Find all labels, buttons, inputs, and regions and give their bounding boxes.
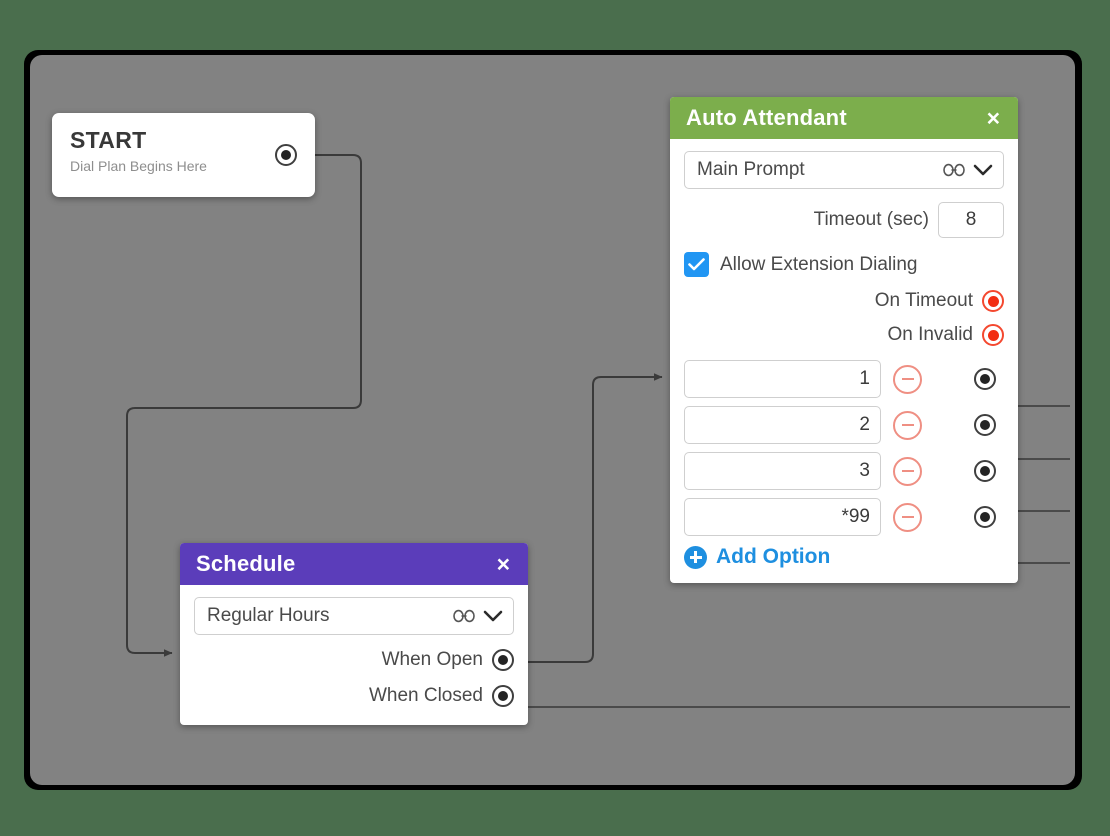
allow-extension-dialing-checkbox[interactable] bbox=[684, 252, 709, 277]
close-icon[interactable]: × bbox=[986, 104, 1000, 131]
schedule-header: Schedule × bbox=[180, 543, 528, 585]
hours-value: Regular Hours bbox=[207, 605, 330, 626]
option-port-wrap-2 bbox=[974, 414, 996, 436]
plus-circle-icon[interactable] bbox=[684, 545, 707, 569]
remove-option-button-1[interactable] bbox=[893, 364, 922, 394]
schedule-panel[interactable]: Schedule × Regular Hours When Open bbox=[180, 543, 528, 725]
option-4-port[interactable] bbox=[974, 506, 996, 528]
on-invalid-port[interactable] bbox=[982, 324, 1004, 346]
option-port-wrap-3 bbox=[974, 460, 996, 482]
schedule-when-closed-port[interactable] bbox=[492, 685, 514, 707]
when-open-label: When Open bbox=[381, 649, 483, 670]
option-list bbox=[684, 360, 1004, 536]
schedule-when-open-port[interactable] bbox=[492, 649, 514, 671]
option-3-port[interactable] bbox=[974, 460, 996, 482]
remove-option-button-4[interactable] bbox=[893, 502, 922, 532]
option-input-4[interactable] bbox=[684, 498, 881, 536]
option-input-3[interactable] bbox=[684, 452, 881, 490]
hours-select[interactable]: Regular Hours bbox=[194, 597, 514, 635]
timeout-row: Timeout (sec) bbox=[684, 202, 1004, 238]
remove-option-button-2[interactable] bbox=[893, 410, 922, 440]
auto-attendant-body: Main Prompt Timeout (sec) bbox=[670, 139, 1018, 583]
link-icon[interactable] bbox=[943, 163, 965, 177]
start-node[interactable]: START Dial Plan Begins Here bbox=[52, 113, 315, 197]
on-timeout-row: On Timeout bbox=[684, 290, 1004, 312]
when-closed-row: When Closed bbox=[194, 685, 514, 707]
main-prompt-value: Main Prompt bbox=[697, 159, 805, 180]
on-invalid-row: On Invalid bbox=[684, 324, 1004, 346]
on-timeout-label: On Timeout bbox=[874, 290, 973, 311]
option-input-1[interactable] bbox=[684, 360, 881, 398]
option-1-port[interactable] bbox=[974, 368, 996, 390]
chevron-down-icon[interactable] bbox=[973, 163, 993, 177]
add-option-button[interactable]: Add Option bbox=[684, 545, 1004, 569]
option-input-2[interactable] bbox=[684, 406, 881, 444]
schedule-title: Schedule bbox=[196, 551, 296, 576]
auto-attendant-header: Auto Attendant × bbox=[670, 97, 1018, 139]
allow-extension-dialing-label: Allow Extension Dialing bbox=[720, 253, 918, 275]
when-open-row: When Open bbox=[194, 649, 514, 671]
when-closed-label: When Closed bbox=[368, 685, 483, 706]
auto-attendant-panel[interactable]: Auto Attendant × Main Prompt Timeout (se… bbox=[670, 97, 1018, 583]
option-row bbox=[684, 360, 1004, 398]
start-output-port[interactable] bbox=[275, 144, 297, 166]
on-invalid-label: On Invalid bbox=[887, 324, 973, 345]
chevron-down-icon[interactable] bbox=[483, 609, 503, 623]
on-timeout-port[interactable] bbox=[982, 290, 1004, 312]
main-prompt-select[interactable]: Main Prompt bbox=[684, 151, 1004, 189]
schedule-body: Regular Hours When Open When Closed bbox=[180, 585, 528, 725]
option-row bbox=[684, 406, 1004, 444]
allow-extension-dialing-row[interactable]: Allow Extension Dialing bbox=[684, 252, 1004, 277]
option-2-port[interactable] bbox=[974, 414, 996, 436]
option-port-wrap-4 bbox=[974, 506, 996, 528]
link-icon[interactable] bbox=[453, 609, 475, 623]
option-port-wrap-1 bbox=[974, 368, 996, 390]
close-icon[interactable]: × bbox=[496, 550, 510, 577]
auto-attendant-title: Auto Attendant bbox=[686, 105, 847, 130]
remove-option-button-3[interactable] bbox=[893, 456, 922, 486]
timeout-input[interactable] bbox=[938, 202, 1004, 238]
add-option-label: Add Option bbox=[716, 545, 831, 568]
option-row bbox=[684, 452, 1004, 490]
start-node-subtitle: Dial Plan Begins Here bbox=[70, 158, 207, 174]
timeout-label: Timeout (sec) bbox=[813, 209, 929, 230]
option-row bbox=[684, 498, 1004, 536]
start-node-title: START bbox=[70, 127, 147, 153]
